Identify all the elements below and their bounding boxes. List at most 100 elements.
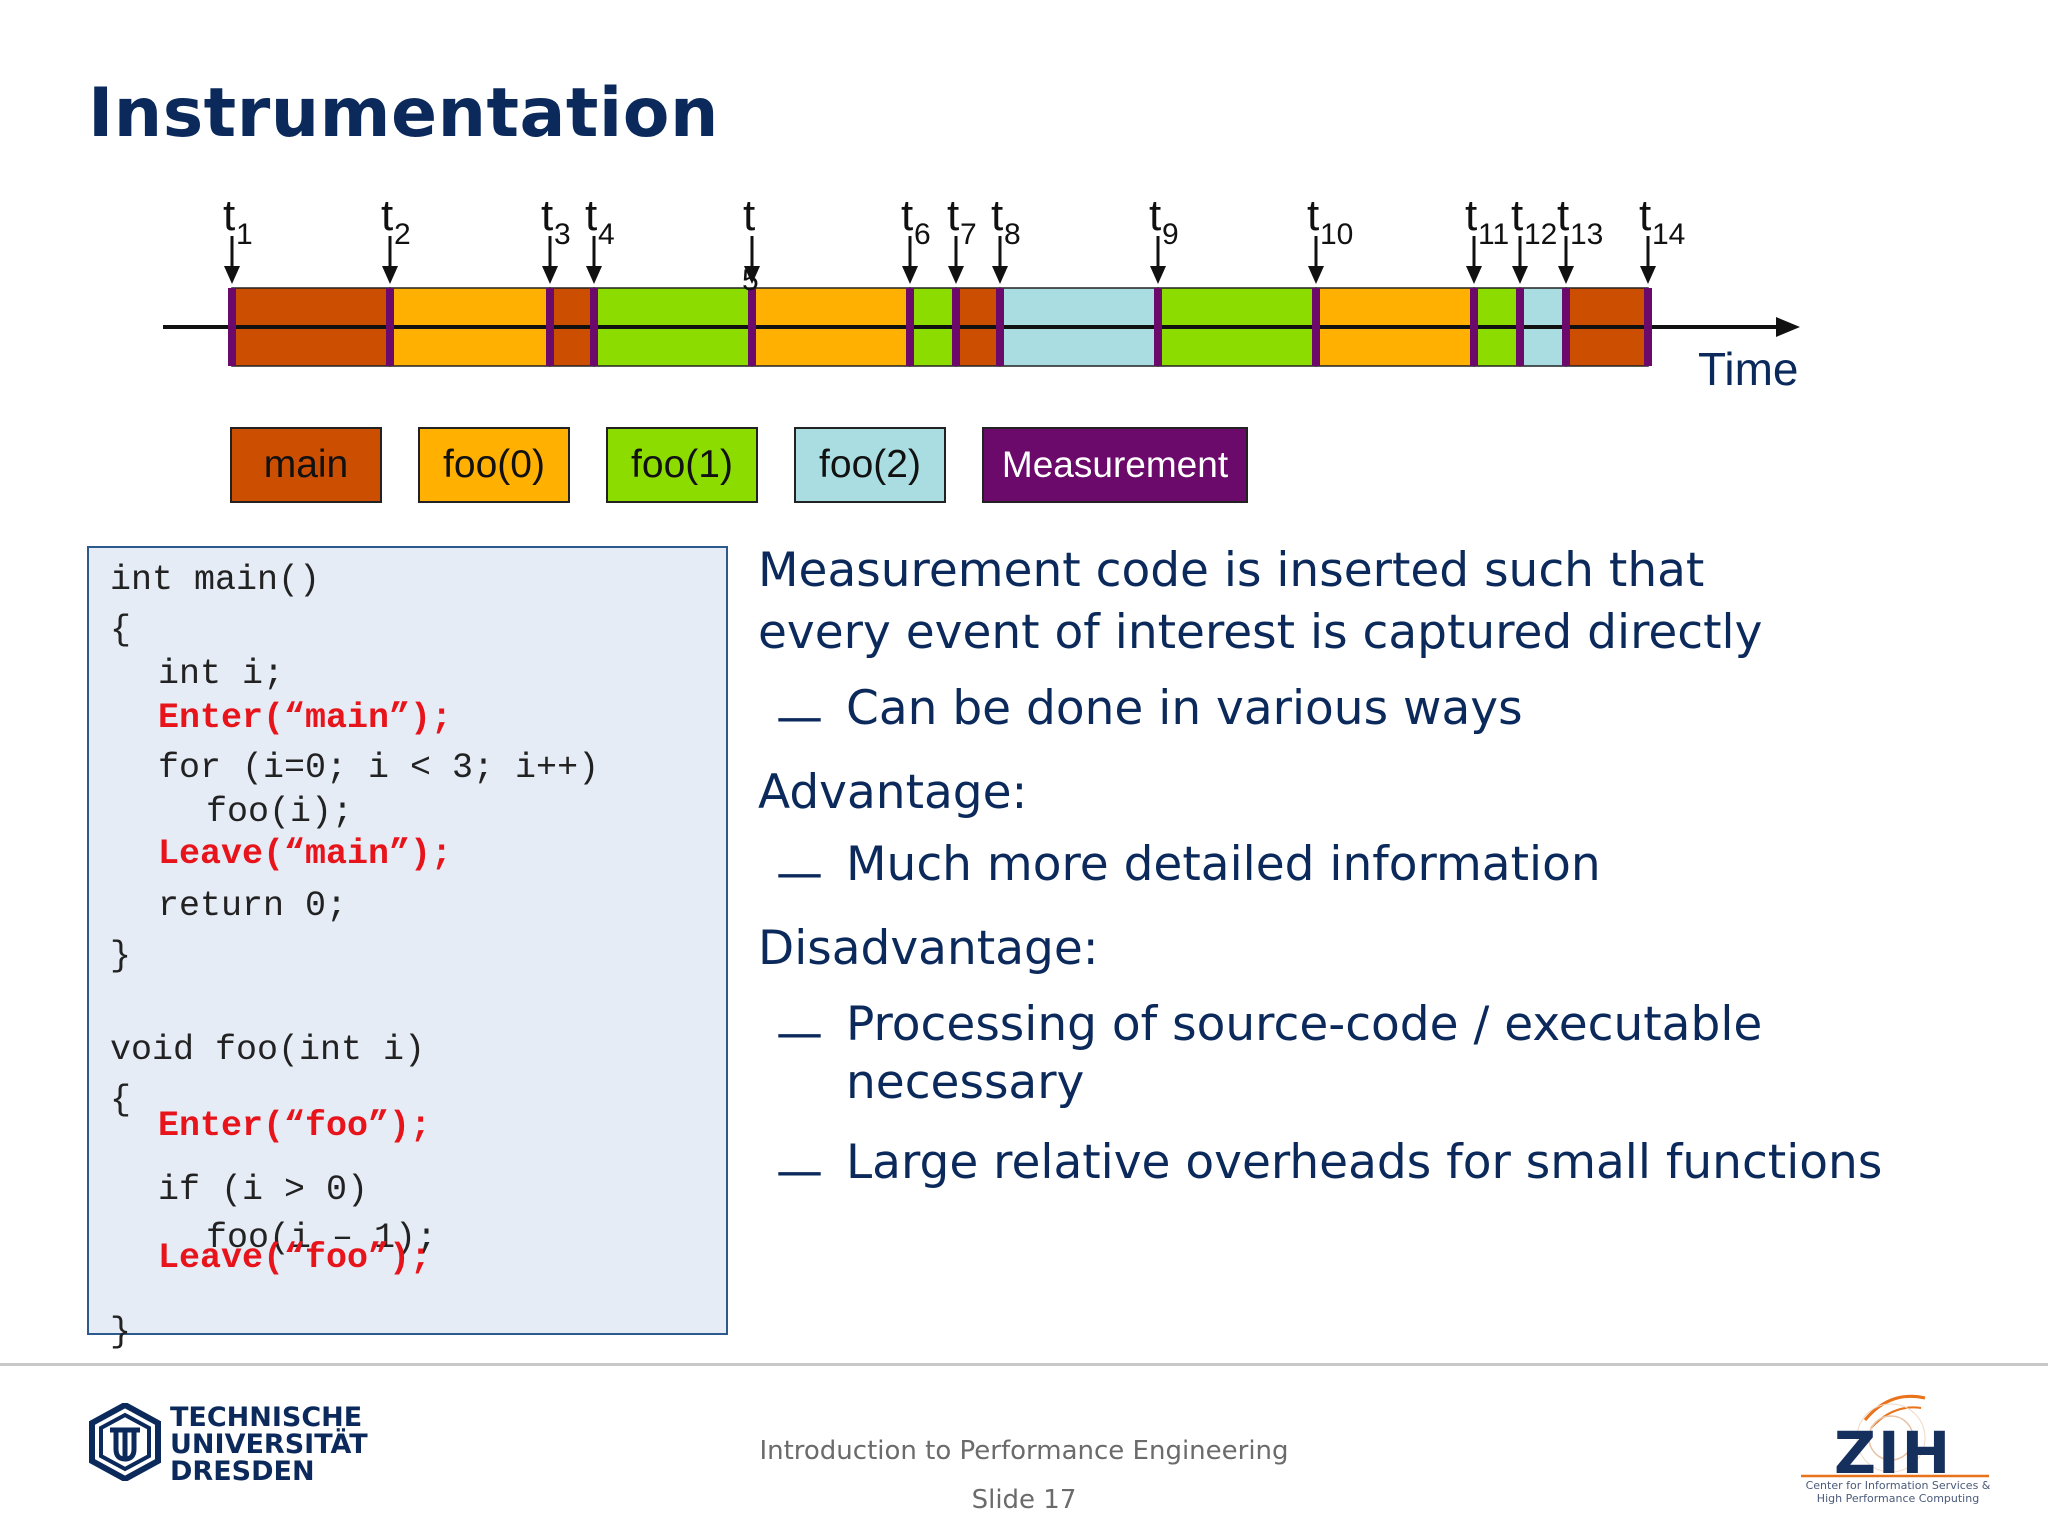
code-line: int main() bbox=[110, 560, 321, 600]
footer-divider bbox=[0, 1363, 2048, 1366]
event-arrow-icon bbox=[948, 266, 964, 284]
code-line: foo(i – 1); bbox=[206, 1218, 438, 1258]
event-label: t bbox=[947, 191, 959, 240]
event-arrow-icon bbox=[1308, 266, 1324, 284]
event-label: t bbox=[1557, 191, 1569, 240]
tud-line2: UNIVERSITÄT bbox=[170, 1429, 368, 1460]
event-subscript: 7 bbox=[960, 218, 977, 251]
event-subscript: 10 bbox=[1320, 218, 1353, 251]
event-subscript: 14 bbox=[1652, 218, 1685, 251]
event-label: t bbox=[1639, 191, 1651, 240]
bullet-dash: — bbox=[776, 1006, 823, 1061]
event-subscript: 4 bbox=[598, 218, 615, 251]
tu-dresden-wordmark: TECHNISCHE UNIVERSITÄT DRESDEN bbox=[170, 1404, 368, 1485]
zih-subtitle: Center for Information Services & High P… bbox=[1798, 1479, 1998, 1505]
code-line: { bbox=[110, 610, 132, 650]
disadvantage-item2: Large relative overheads for small funct… bbox=[846, 1135, 1883, 1190]
measurement-marker bbox=[546, 288, 554, 366]
event-subscript: 5 bbox=[742, 264, 759, 297]
measurement-marker bbox=[590, 288, 598, 366]
measurement-marker bbox=[996, 288, 1004, 366]
event-subscript: 13 bbox=[1570, 218, 1603, 251]
measurement-marker bbox=[386, 288, 394, 366]
event-arrow-icon bbox=[992, 266, 1008, 284]
advantage-item: Much more detailed information bbox=[846, 837, 1601, 892]
event-subscript: 11 bbox=[1478, 218, 1509, 251]
zih-logo-icon bbox=[1801, 1394, 1989, 1478]
event-subscript: 12 bbox=[1524, 218, 1557, 251]
instrumentation-call: Leave(“foo”); bbox=[158, 1238, 432, 1278]
bullet-dash: — bbox=[776, 1144, 823, 1199]
code-line: { bbox=[110, 1080, 132, 1120]
instrumentation-call: Leave(“main”); bbox=[158, 834, 453, 874]
event-label: t bbox=[743, 191, 755, 240]
measurement-marker bbox=[1516, 288, 1524, 366]
event-subscript: 3 bbox=[554, 218, 571, 251]
event-arrow-icon bbox=[1558, 266, 1574, 284]
event-label: t bbox=[223, 191, 235, 240]
zih-subtitle-line1: Center for Information Services & bbox=[1805, 1479, 1991, 1492]
code-line: foo(i); bbox=[206, 792, 354, 832]
event-label: t bbox=[1149, 191, 1161, 240]
event-label: t bbox=[1465, 191, 1477, 240]
bullet-dash: — bbox=[776, 846, 823, 901]
event-arrow-icon bbox=[744, 266, 760, 284]
slide-number: Slide 17 bbox=[971, 1485, 1077, 1515]
event-arrow-icon bbox=[586, 266, 602, 284]
measurement-marker bbox=[1312, 288, 1320, 366]
code-listing bbox=[87, 546, 728, 1335]
disadvantage-heading: Disadvantage: bbox=[758, 921, 1099, 976]
event-arrow-icon bbox=[382, 266, 398, 284]
code-line: int i; bbox=[158, 654, 285, 694]
event-label: t bbox=[991, 191, 1003, 240]
event-label: t bbox=[585, 191, 597, 240]
tud-line1: TECHNISCHE bbox=[170, 1402, 363, 1433]
code-line: return 0; bbox=[158, 886, 348, 926]
time-axis-arrow-icon bbox=[1776, 317, 1800, 337]
event-label: t bbox=[1511, 191, 1523, 240]
event-arrow-icon bbox=[1150, 266, 1166, 284]
event-subscript: 2 bbox=[394, 218, 411, 251]
tu-dresden-logo-icon bbox=[89, 1403, 161, 1481]
zih-subtitle-line2: High Performance Computing bbox=[1816, 1492, 1980, 1505]
event-arrow-icon bbox=[224, 266, 240, 284]
legend-item: Measurement bbox=[982, 427, 1248, 503]
measurement-marker bbox=[1644, 288, 1652, 366]
event-label: t bbox=[541, 191, 553, 240]
disadvantage-item1-line1: Processing of source-code / executable bbox=[846, 997, 1763, 1052]
code-line: void foo(int i) bbox=[110, 1030, 426, 1070]
event-label: t bbox=[381, 191, 393, 240]
slide-title: Instrumentation bbox=[88, 74, 719, 153]
event-arrow-icon bbox=[1512, 266, 1528, 284]
code-line: } bbox=[110, 1312, 132, 1352]
code-line: } bbox=[110, 936, 132, 976]
event-subscript: 1 bbox=[236, 218, 253, 251]
legend-item: foo(0) bbox=[418, 427, 570, 503]
measurement-marker bbox=[952, 288, 960, 366]
measurement-marker bbox=[1154, 288, 1162, 366]
legend-item: main bbox=[230, 427, 382, 503]
event-label: t bbox=[1307, 191, 1319, 240]
measurement-marker bbox=[748, 288, 756, 366]
event-arrow-icon bbox=[1640, 266, 1656, 284]
intro-text-line1: Measurement code is inserted such that bbox=[758, 543, 1705, 598]
measurement-marker bbox=[1562, 288, 1570, 366]
bullet-dash: — bbox=[776, 690, 823, 745]
footer-title: Introduction to Performance Engineering bbox=[759, 1436, 1289, 1466]
event-label: t bbox=[901, 191, 913, 240]
event-arrow-icon bbox=[902, 266, 918, 284]
event-subscript: 6 bbox=[914, 218, 931, 251]
instrumentation-call: Enter(“main”); bbox=[158, 698, 453, 738]
measurement-marker bbox=[1470, 288, 1478, 366]
intro-text-line2: every event of interest is captured dire… bbox=[758, 605, 1763, 660]
event-arrow-icon bbox=[542, 266, 558, 284]
time-axis-label: Time bbox=[1698, 343, 1799, 395]
event-subscript: 9 bbox=[1162, 218, 1179, 251]
code-line: if (i > 0) bbox=[158, 1170, 369, 1210]
zih-wordmark: ZIH bbox=[1834, 1419, 1953, 1487]
measurement-marker bbox=[228, 288, 236, 366]
measurement-marker bbox=[906, 288, 914, 366]
legend-item: foo(2) bbox=[794, 427, 946, 503]
advantage-heading: Advantage: bbox=[758, 765, 1028, 820]
